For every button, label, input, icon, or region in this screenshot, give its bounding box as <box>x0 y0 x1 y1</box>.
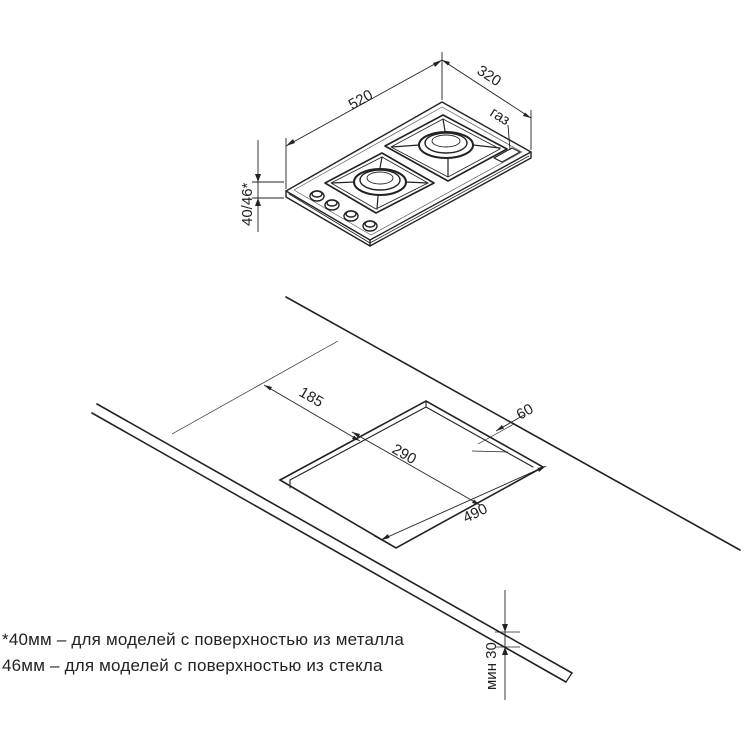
note-metal: *40мм – для моделей с поверхностью из ме… <box>2 630 405 649</box>
control-knobs <box>309 190 378 232</box>
cutout-depth-label: 290 <box>389 441 419 468</box>
gas-label: газ <box>487 104 513 129</box>
back-offset-label: 185 <box>296 384 326 411</box>
hob-height-label: 40/46* <box>239 182 256 226</box>
hob-dimension-lines <box>252 52 532 232</box>
hob-depth-label: 320 <box>474 62 504 90</box>
gas-connector <box>493 147 521 163</box>
cutout-width-label: 490 <box>460 500 490 526</box>
hob-width-label: 520 <box>346 86 376 113</box>
hob-drawing <box>285 101 532 247</box>
back-burner-grate <box>384 114 508 182</box>
countertop-drawing <box>91 296 741 683</box>
cutout-dimension-lines <box>171 340 547 700</box>
countertop-front-edge <box>96 403 573 674</box>
countertop-back-edge <box>285 296 741 551</box>
front-burner-grate <box>324 152 435 214</box>
note-glass: 46мм – для моделей с поверхностью из сте… <box>2 656 383 675</box>
min-thickness-label: мин 30 <box>483 642 500 690</box>
right-offset-label: 60 <box>514 400 537 423</box>
hob-right-edge <box>369 151 532 247</box>
